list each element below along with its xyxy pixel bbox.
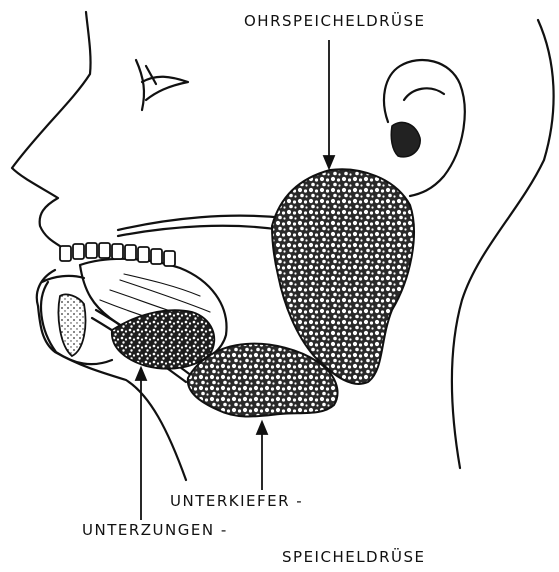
sublingual-gland [112,310,214,368]
ear-inner [404,88,444,100]
label-parotid: OHRSPEICHELDRÜSE [244,12,426,30]
label-sublingual: UNTERZUNGEN - [82,521,228,539]
label-gland-suffix: SPEICHELDRÜSE [282,548,426,566]
ear-canal-shading [391,122,420,156]
face-profile-upper [12,12,91,250]
parotid-arrowhead [324,156,334,168]
lower-incisor [59,294,86,356]
sublingual-arrowhead [136,368,146,380]
neck-outline [452,20,554,468]
parotid-duct [118,216,285,236]
label-submandibular: UNTERKIEFER - [170,492,303,510]
submandibular-arrowhead [257,422,267,434]
eye-icon [136,60,188,110]
teeth [60,243,175,266]
